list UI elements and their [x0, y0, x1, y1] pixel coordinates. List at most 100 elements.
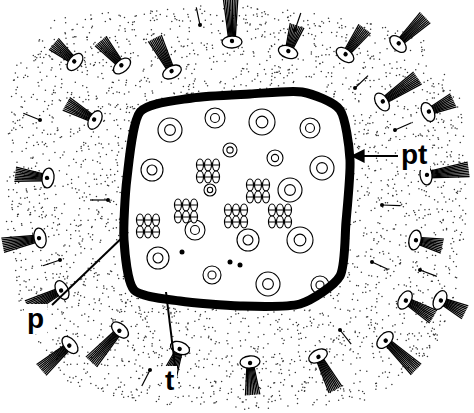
stipple-dot	[370, 182, 372, 184]
stipple-dot	[189, 385, 191, 387]
stipple-dot	[257, 75, 259, 77]
stipple-dot	[116, 162, 118, 164]
stipple-dot	[15, 93, 17, 95]
stipple-dot	[87, 70, 89, 72]
stipple-dot	[93, 43, 95, 45]
stipple-dot	[92, 159, 94, 161]
stipple-dot	[328, 54, 330, 56]
stipple-dot	[368, 151, 370, 153]
stipple-dot	[258, 346, 260, 348]
stipple-dot	[418, 210, 420, 212]
stipple-dot	[88, 99, 90, 101]
stipple-dot	[354, 143, 356, 145]
stipple-dot	[333, 94, 335, 96]
stipple-dot	[387, 121, 389, 123]
stipple-dot	[193, 86, 195, 88]
stipple-dot	[194, 78, 196, 80]
stipple-dot	[133, 52, 135, 54]
stipple-dot	[90, 338, 92, 340]
stipple-dot	[450, 243, 452, 245]
stipple-dot	[94, 64, 96, 66]
stipple-dot	[388, 140, 390, 142]
stipple-dot	[16, 192, 18, 194]
stipple-dot	[161, 33, 163, 35]
stipple-dot	[106, 223, 108, 225]
stipple-dot	[77, 336, 79, 338]
stipple-dot	[359, 346, 361, 348]
stipple-dot	[388, 357, 390, 359]
stipple-dot	[198, 387, 200, 389]
stipple-dot	[34, 286, 36, 288]
stipple-dot	[431, 297, 433, 299]
stipple-dot	[380, 356, 382, 358]
stipple-dot	[49, 114, 51, 116]
stipple-dot	[155, 15, 157, 16]
stipple-dot	[79, 208, 81, 210]
stipple-dot	[57, 224, 59, 226]
stipple-dot	[365, 174, 367, 176]
stipple-dot	[36, 127, 38, 128]
stipple-dot	[173, 13, 175, 15]
stipple-dot	[210, 24, 212, 26]
stipple-dot	[110, 104, 112, 106]
stipple-dot	[73, 43, 75, 45]
stipple-dot	[399, 74, 401, 76]
stipple-dot	[35, 59, 37, 61]
stipple-dot	[183, 86, 185, 88]
stipple-dot	[50, 69, 52, 71]
stipple-dot	[353, 382, 355, 384]
stipple-dot	[367, 129, 369, 131]
stipple-dot	[101, 323, 103, 325]
stipple-dot	[309, 377, 311, 379]
stipple-dot	[421, 227, 423, 229]
stipple-dot	[155, 56, 157, 58]
stipple-dot	[107, 384, 109, 386]
stipple-dot	[122, 361, 124, 363]
stipple-dot	[213, 393, 215, 395]
stipple-dot	[130, 106, 132, 108]
stipple-dot	[201, 42, 203, 44]
stipple-dot	[127, 299, 129, 301]
stipple-dot	[61, 79, 63, 81]
stipple-dot	[123, 396, 125, 398]
stipple-dot	[416, 353, 418, 355]
stipple-dot	[33, 206, 35, 208]
stipple-dot	[379, 58, 381, 60]
stipple-dot	[322, 45, 324, 47]
stipple-dot	[62, 185, 64, 187]
stipple-dot	[295, 394, 297, 396]
stipple-dot	[151, 343, 153, 345]
stipple-dot	[338, 338, 340, 340]
stipple-dot	[100, 108, 102, 110]
stipple-dot	[429, 93, 431, 95]
stipple-dot	[13, 142, 15, 144]
stipple-dot	[18, 293, 20, 295]
stipple-dot	[85, 51, 87, 53]
stipple-dot	[377, 160, 379, 162]
stipple-dot	[262, 368, 264, 370]
stipple-dot	[256, 8, 258, 10]
stipple-dot	[393, 187, 395, 189]
stipple-dot	[387, 376, 389, 378]
stipple-dot	[423, 353, 425, 355]
stipple-dot	[80, 246, 82, 248]
stipple-dot	[174, 93, 176, 95]
stipple-dot	[412, 333, 414, 335]
stipple-dot	[11, 129, 13, 131]
stipple-dot	[347, 276, 349, 278]
stipple-dot	[271, 69, 273, 71]
stipple-dot	[389, 372, 391, 374]
stipple-dot	[227, 343, 229, 345]
stipple-dot	[111, 318, 113, 320]
stipple-dot	[20, 267, 22, 269]
stipple-dot	[37, 54, 39, 56]
stipple-dot	[133, 397, 135, 399]
stipple-dot	[254, 397, 256, 399]
stipple-dot	[437, 137, 439, 139]
stipple-dot	[422, 302, 424, 304]
stipple-dot	[331, 83, 333, 85]
stipple-dot	[69, 377, 71, 379]
stipple-dot	[136, 298, 138, 300]
stipple-dot	[186, 334, 188, 336]
stipple-dot	[96, 286, 98, 288]
